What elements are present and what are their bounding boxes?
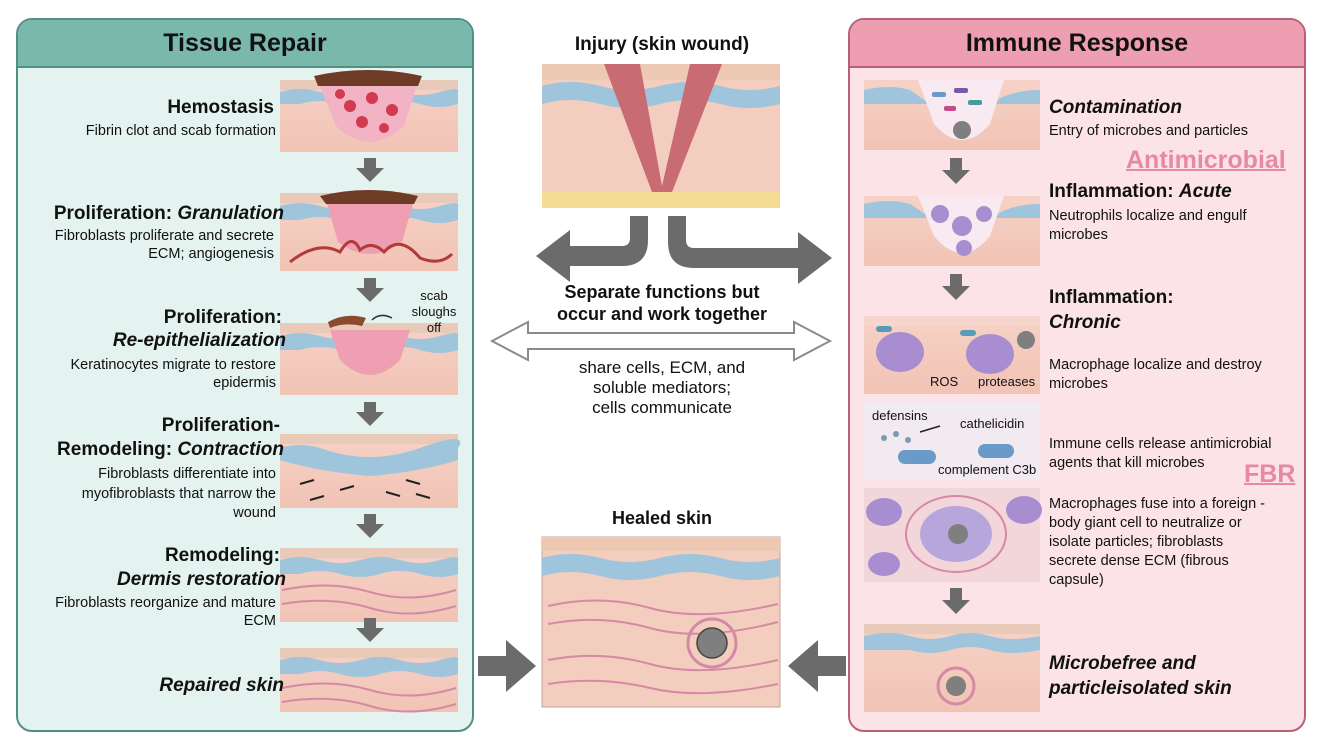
repaired-skin-title: Repaired skin — [159, 675, 284, 696]
granulation-title: Proliferation: Granulation — [53, 203, 284, 224]
antimicrobial-agents-image — [864, 402, 1040, 480]
antimicrobial-tag: Antimicrobial — [1126, 146, 1286, 174]
contraction-title-a: Proliferation- — [161, 415, 280, 436]
double-arrow — [489, 320, 833, 362]
tissue-repair-header: Tissue Repair — [18, 20, 472, 68]
left-down-arrows — [356, 158, 384, 642]
healed-skin-image — [541, 536, 781, 708]
healed-title: Healed skin — [611, 508, 713, 528]
granulation-image — [280, 190, 459, 271]
dermis-title-b: Dermis restoration — [117, 569, 286, 590]
proteases-label: proteases — [978, 374, 1036, 389]
reepi-title-b: Re-epithelialization — [112, 330, 286, 351]
fbr-tag: FBR — [1244, 460, 1296, 488]
reepi-desc-2: epidermis — [213, 375, 276, 391]
reepi-title-a: Proliferation: — [163, 307, 282, 328]
fbr-desc-4: secrete dense ECM (fibrous — [1049, 553, 1229, 569]
microbe-free-skin-image — [864, 624, 1040, 712]
right-down-arrows — [942, 158, 970, 614]
antimicrobial-desc-2: agents that kill microbes — [1049, 455, 1205, 471]
contamination-image — [864, 80, 1040, 150]
ros-label: ROS — [930, 374, 959, 389]
hemostasis-title: Hemostasis — [167, 97, 274, 118]
chronic-title-a: Inflammation: — [1049, 287, 1174, 308]
antimicrobial-desc-1: Immune cells release antimicrobial — [1049, 436, 1272, 452]
fbr-desc-5: capsule) — [1049, 572, 1104, 588]
contamination-title: Contamination — [1049, 97, 1182, 118]
fbr-desc-1: Macrophages fuse into a foreign - — [1049, 496, 1266, 512]
mid-title-1: Separate functions but — [564, 282, 760, 302]
microbe-free-title-1: Microbefree and — [1049, 653, 1196, 674]
dermis-title-a: Remodeling: — [164, 545, 280, 566]
immune-response-header: Immune Response — [850, 20, 1304, 68]
fbr-image — [864, 488, 1042, 582]
contraction-desc-2: myofibroblasts that narrow the — [81, 486, 276, 502]
dermis-desc-1: Fibroblasts reorganize and mature — [55, 595, 276, 611]
granulation-desc-1: Fibroblasts proliferate and secrete — [54, 228, 274, 244]
fbr-desc-2: body giant cell to neutralize or — [1049, 515, 1242, 531]
acute-desc-1: Neutrophils localize and engulf — [1049, 208, 1247, 224]
acute-desc-2: microbes — [1049, 227, 1108, 243]
defensins-label: defensins — [872, 408, 928, 423]
chronic-title-b: Chronic — [1049, 312, 1121, 333]
contraction-desc-3: wound — [233, 505, 276, 521]
dermis-restoration-image — [280, 548, 459, 622]
injury-title: Injury (skin wound) — [574, 34, 750, 55]
acute-inflammation-image — [864, 196, 1040, 266]
reepi-desc-1: Keratinocytes migrate to restore — [70, 357, 276, 373]
merge-arrows — [478, 640, 846, 692]
contraction-title-b: Remodeling: Contraction — [57, 439, 284, 460]
split-arrows — [536, 216, 832, 284]
repaired-skin-image — [280, 648, 459, 713]
contraction-desc-1: Fibroblasts differentiate into — [98, 466, 276, 482]
fbr-desc-3: isolate particles; fibroblasts — [1049, 534, 1224, 550]
cathelicidin-label: cathelicidin — [960, 416, 1025, 431]
granulation-desc-2: ECM; angiogenesis — [148, 246, 274, 262]
acute-title: Inflammation: Acute — [1049, 181, 1232, 202]
hemostasis-image — [280, 70, 459, 152]
contamination-desc: Entry of microbes and particles — [1049, 123, 1249, 139]
complement-label: complement C3b — [938, 462, 1037, 477]
dermis-desc-2: ECM — [243, 613, 276, 629]
chronic-desc-1: Macrophage localize and destroy — [1049, 357, 1262, 373]
reepithelialization-image — [280, 314, 459, 395]
contraction-image — [280, 434, 461, 508]
chronic-inflammation-image — [864, 316, 1040, 394]
hemostasis-desc: Fibrin clot and scab formation — [85, 123, 276, 139]
mid-title-2: occur and work together — [556, 304, 768, 324]
chronic-desc-2: microbes — [1049, 376, 1108, 392]
injury-wound-image — [542, 64, 780, 208]
microbe-free-title-2: particleisolated skin — [1049, 678, 1232, 699]
